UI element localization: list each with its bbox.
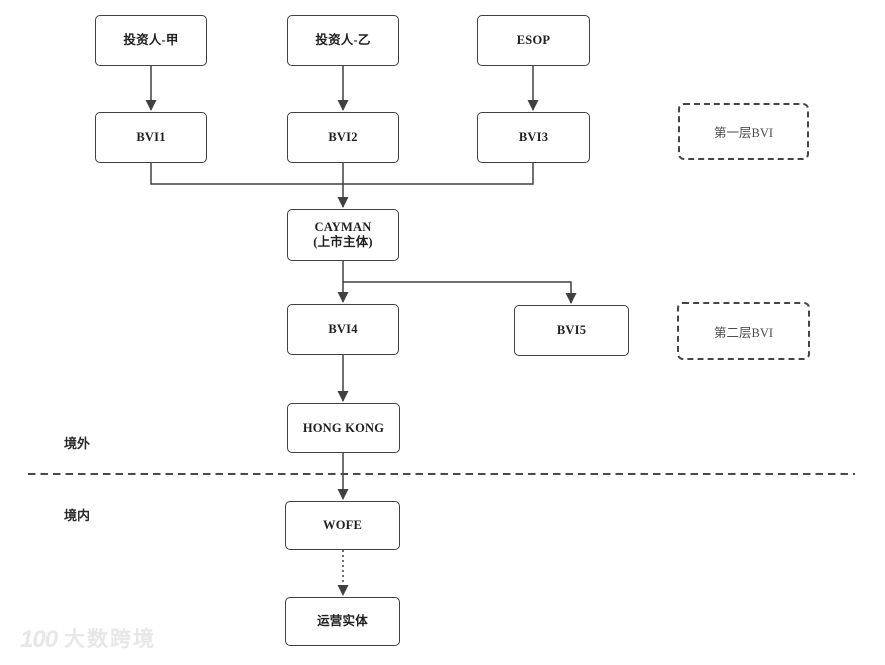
onshore-region-label: 境内 [64, 505, 90, 524]
node-bvi3: BVI3 [477, 112, 590, 163]
node-bvi1-label: BVI1 [136, 130, 166, 144]
onshore-label-text: 境内 [64, 508, 91, 523]
node-bvi2: BVI2 [287, 112, 399, 163]
node-investor-b-label: 投资人-乙 [315, 33, 371, 47]
node-bvi5-label: BVI5 [556, 323, 587, 337]
watermark: 100 大数跨境 [20, 628, 156, 652]
node-bvi1: BVI1 [95, 112, 207, 163]
node-hong-kong: HONG KONG [287, 403, 400, 453]
dashu-kuajing-logo-icon: 100 [20, 626, 58, 653]
node-cayman-label-line2: (上市主体) [313, 235, 373, 249]
node-cayman-listing-entity: CAYMAN (上市主体) [287, 209, 399, 261]
node-wofe-label: WOFE [323, 518, 362, 532]
watermark-brand-text: 大数跨境 [64, 628, 157, 651]
node-esop: ESOP [477, 15, 590, 66]
annotation-second-layer-bvi: 第二层BVI [677, 302, 810, 360]
node-bvi3-label: BVI3 [518, 130, 549, 144]
node-hong-kong-label: HONG KONG [302, 420, 385, 435]
node-cayman-label-line1: CAYMAN [314, 220, 372, 234]
node-esop-label: ESOP [516, 33, 551, 47]
node-investor-a-label: 投资人-甲 [123, 33, 179, 47]
node-investor-b: 投资人-乙 [287, 15, 399, 66]
node-wofe: WOFE [285, 501, 400, 550]
node-investor-a: 投资人-甲 [95, 15, 207, 66]
offshore-region-label: 境外 [64, 433, 90, 452]
annotation-first-layer-bvi: 第一层BVI [678, 103, 809, 160]
node-bvi5: BVI5 [514, 305, 629, 356]
node-operating-entity-label: 运营实体 [317, 614, 368, 628]
node-bvi4: BVI4 [287, 304, 399, 355]
annotation-second-layer-bvi-label: 第二层BVI [713, 325, 774, 340]
edge-cayman-to-bvi5 [343, 281, 577, 304]
node-bvi4-label: BVI4 [328, 322, 358, 336]
offshore-label-text: 境外 [64, 436, 91, 451]
node-operating-entity: 运营实体 [285, 597, 400, 646]
edge-bvi1-bvi3-merge [150, 163, 534, 185]
node-bvi2-label: BVI2 [328, 130, 358, 144]
annotation-first-layer-bvi-label: 第一层BVI [713, 126, 774, 140]
